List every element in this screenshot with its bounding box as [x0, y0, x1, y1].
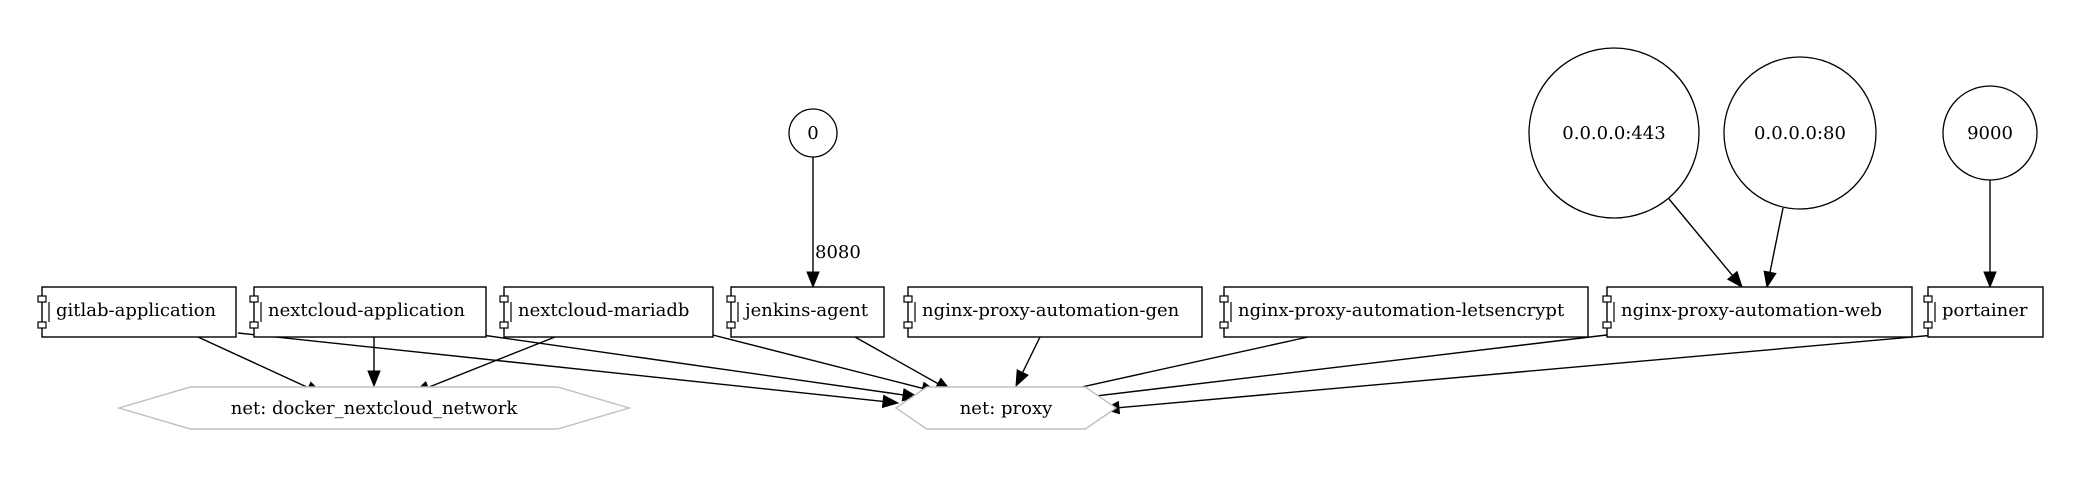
service-label: nginx-proxy-automation-gen	[922, 300, 1180, 321]
service-label: gitlab-application	[56, 300, 217, 321]
component-tab-icon	[726, 321, 736, 329]
nodes-layer: net: docker_nextcloud_network net: proxy 0…	[37, 47, 2044, 430]
port-circle	[1942, 85, 2038, 181]
component-tab-icon	[499, 321, 509, 329]
service-label: portainer	[1942, 300, 2028, 321]
edge-line	[481, 334, 904, 396]
network-hexagon	[116, 386, 632, 430]
edge-line	[1068, 333, 1616, 400]
port-circle	[1723, 56, 1877, 210]
port-circle	[788, 108, 838, 158]
component-tab-icon	[249, 295, 259, 303]
component-tab-icon	[249, 321, 259, 329]
service-box	[730, 286, 885, 338]
service-nextcloud-application[interactable]: nextcloud-application	[249, 286, 487, 338]
component-tab-icon	[1602, 295, 1612, 303]
edge-npa-gen-to-net-proxy	[1015, 336, 1041, 388]
service-box	[253, 286, 487, 338]
service-jenkins-agent[interactable]: jenkins-agent	[726, 286, 885, 338]
port-0-0-0-0-443[interactable]: 0.0.0.0:443	[1528, 47, 1700, 219]
component-tab-icon	[37, 321, 47, 329]
service-box	[1223, 286, 1589, 338]
port-circle	[1528, 47, 1700, 219]
edge-gitlab-to-net-nc	[197, 336, 324, 395]
service-portainer[interactable]: portainer	[1923, 286, 2044, 338]
edge-line	[1055, 336, 1309, 394]
component-tab-icon	[499, 295, 509, 303]
service-label: nginx-proxy-automation-web	[1621, 300, 1882, 321]
edge-line	[427, 336, 556, 389]
component-tab-icon	[37, 295, 47, 303]
edge-line	[854, 336, 939, 385]
edges-layer: 8080	[197, 157, 1997, 415]
port-label: 0	[807, 123, 818, 144]
component-tab-icon	[1219, 295, 1229, 303]
service-label: jenkins-agent	[743, 300, 869, 321]
edge-portainer-to-net-proxy	[1102, 334, 1936, 415]
port-0-0-0-0-80[interactable]: 0.0.0.0:80	[1723, 56, 1877, 210]
service-box	[1606, 286, 1913, 338]
port-label: 9000	[1967, 123, 2013, 144]
service-nginx-proxy-automation-web[interactable]: nginx-proxy-automation-web	[1602, 286, 1913, 338]
service-box	[41, 286, 237, 338]
edge-p9000-to-portainer	[1983, 180, 1997, 289]
service-nginx-proxy-automation-gen[interactable]: nginx-proxy-automation-gen	[903, 286, 1203, 338]
edge-line	[1118, 334, 1936, 409]
port-label: 0.0.0.0:443	[1562, 123, 1665, 144]
edge-line	[1668, 198, 1733, 276]
port-0[interactable]: 0	[788, 108, 838, 158]
arrowhead	[367, 370, 381, 388]
arrowhead	[1015, 369, 1029, 388]
network-hexagon	[894, 386, 1118, 430]
network-net-proxy[interactable]: net: proxy	[894, 386, 1118, 430]
component-tab-icon	[903, 295, 913, 303]
arrowhead	[1983, 271, 1997, 289]
service-nextcloud-mariadb[interactable]: nextcloud-mariadb	[499, 286, 714, 338]
network-net-nc[interactable]: net: docker_nextcloud_network	[116, 386, 632, 430]
edge-p80-to-npa-web	[1763, 207, 1784, 289]
component-tab-icon	[1219, 321, 1229, 329]
component-tab-icon	[1923, 295, 1933, 303]
service-box	[503, 286, 714, 338]
edge-nc-app-to-net-nc	[367, 337, 381, 388]
edge-line	[1769, 207, 1784, 273]
arrowhead	[806, 271, 820, 289]
component-tab-icon	[1923, 321, 1933, 329]
edge-p443-to-npa-web	[1668, 198, 1743, 289]
network-label: net: docker_nextcloud_network	[231, 398, 519, 419]
edge-port-label: 8080	[815, 242, 861, 263]
edge-line	[237, 332, 884, 403]
port-label: 0.0.0.0:80	[1754, 123, 1846, 144]
edge-npa-web-to-net-proxy	[1052, 333, 1616, 406]
edge-line	[704, 332, 923, 389]
edge-line	[197, 336, 309, 389]
service-label: nextcloud-mariadb	[518, 300, 689, 321]
service-nginx-proxy-automation-letsencrypt[interactable]: nginx-proxy-automation-letsencrypt	[1219, 286, 1589, 338]
arrowhead	[1726, 270, 1743, 289]
arrowhead	[1763, 270, 1777, 289]
service-label: nginx-proxy-automation-letsencrypt	[1238, 300, 1565, 321]
service-box	[1927, 286, 2044, 338]
arrowhead	[881, 394, 900, 409]
edge-line	[1021, 336, 1041, 373]
edge-gitlab-to-net-proxy	[237, 332, 900, 409]
network-label: net: proxy	[960, 398, 1053, 419]
component-tab-icon	[903, 321, 913, 329]
edge-p0-to-jenkins: 8080	[806, 157, 861, 289]
service-label: nextcloud-application	[268, 300, 465, 321]
component-tab-icon	[726, 295, 736, 303]
port-9000[interactable]: 9000	[1942, 85, 2038, 181]
service-gitlab-application[interactable]: gitlab-application	[37, 286, 237, 338]
service-box	[907, 286, 1203, 338]
component-tab-icon	[1602, 321, 1612, 329]
